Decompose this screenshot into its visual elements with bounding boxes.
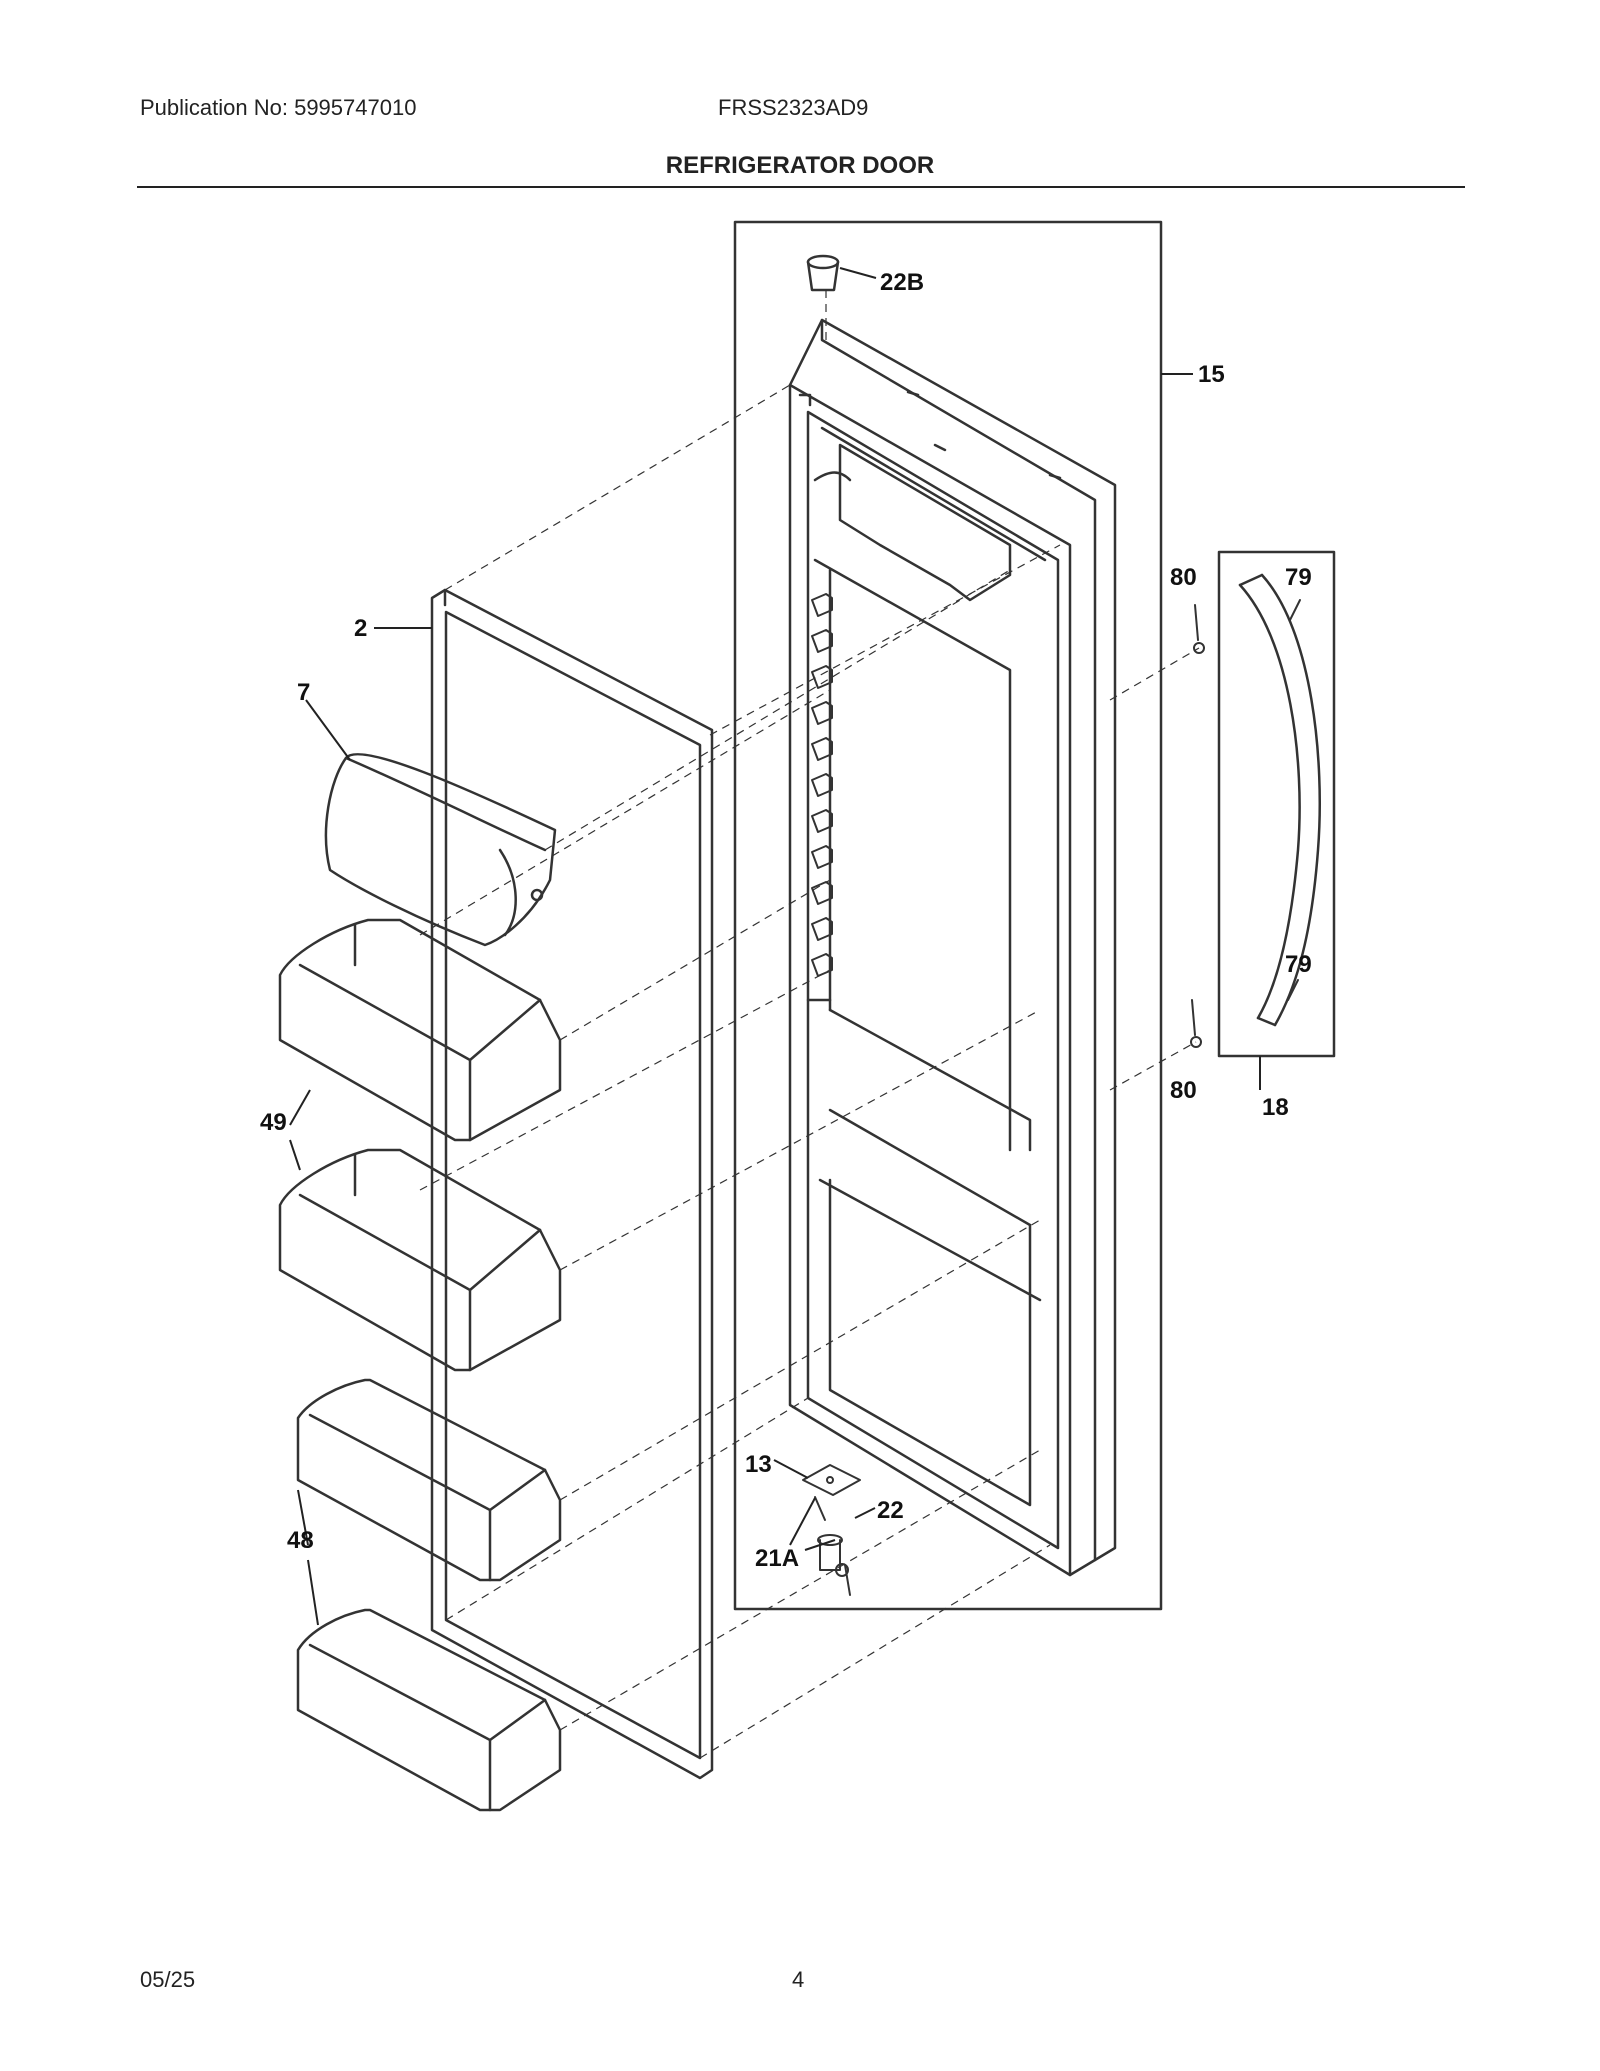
- label-2: 2: [354, 615, 367, 642]
- page-title: REFRIGERATOR DOOR: [665, 152, 935, 179]
- handle-screws-79: [1287, 599, 1301, 1001]
- dairy-door: [324, 753, 557, 947]
- page-number: 4: [792, 1967, 805, 1992]
- door-assembly-box: [733, 220, 1163, 1611]
- header-divider: [137, 186, 1465, 188]
- handle-studs-80: [1190, 604, 1205, 1048]
- label-80-lower: 80: [1170, 1077, 1197, 1104]
- label-21a: 21A: [755, 1545, 799, 1572]
- label-15: 15: [1198, 361, 1225, 388]
- leader-lines: [289, 267, 1261, 1626]
- door-bin-48-upper: [296, 1378, 562, 1582]
- door-bin-48-lower: [296, 1608, 562, 1812]
- label-7: 7: [297, 679, 310, 706]
- door-gasket: [430, 588, 714, 1780]
- label-48: 48: [287, 1527, 314, 1554]
- top-cap-22b: [806, 254, 840, 292]
- model-number: FRSS2323AD9: [718, 95, 869, 120]
- publication-date: 05/25: [140, 1967, 196, 1992]
- door-liner: [788, 318, 1117, 1577]
- label-79-lower: 79: [1285, 951, 1312, 978]
- door-bin-49-lower: [278, 1148, 562, 1372]
- hinge-parts: [802, 1464, 861, 1596]
- label-80-upper: 80: [1170, 564, 1197, 591]
- alignment-lines: [419, 290, 1200, 1759]
- shelf-clips: [811, 593, 833, 977]
- label-22: 22: [877, 1497, 904, 1524]
- label-18: 18: [1262, 1094, 1289, 1121]
- publication-number: Publication No: 5995747010: [140, 95, 417, 120]
- label-22b: 22B: [880, 269, 924, 296]
- label-79-upper: 79: [1285, 564, 1312, 591]
- label-13: 13: [745, 1451, 772, 1478]
- door-bin-49-upper: [278, 918, 562, 1142]
- handle-assembly-box: [1217, 550, 1336, 1058]
- door-handle: [1238, 573, 1322, 1027]
- label-49: 49: [260, 1109, 287, 1136]
